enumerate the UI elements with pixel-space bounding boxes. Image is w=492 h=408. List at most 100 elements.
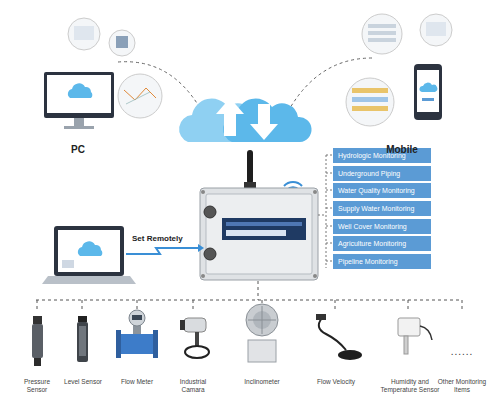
pc-monitor	[47, 75, 111, 113]
box-text: Well Cover Monitoring	[338, 223, 407, 230]
flow-velocity-sensor	[338, 350, 362, 360]
mobile-phone	[419, 83, 437, 92]
screenshot-bubble	[68, 18, 100, 50]
screenshot-bubble	[109, 30, 135, 56]
screenshot-bubble	[352, 88, 388, 93]
pressure-sensor	[32, 324, 43, 358]
cloud-icon	[223, 99, 311, 142]
monitoring-box: Well Cover Monitoring	[333, 219, 431, 234]
mobile-phone	[417, 70, 439, 112]
box-text: Pipeline Monitoring	[338, 258, 398, 265]
screenshot-bubble	[362, 14, 402, 54]
industrial-camera	[184, 318, 206, 332]
rtu-device	[222, 218, 306, 240]
rtu-device	[226, 222, 302, 226]
device-label: Mobile	[372, 144, 432, 155]
mobile-phone	[422, 98, 434, 101]
ellipsis-mark: ......	[442, 346, 482, 357]
rtu-device	[201, 274, 205, 278]
industrial-camera	[180, 318, 209, 358]
monitoring-box: Water Quality Monitoring	[333, 183, 431, 198]
industrial-camera	[180, 320, 185, 330]
remote-link-arrow	[126, 244, 204, 254]
pc-monitor	[74, 118, 84, 126]
sensor-caption: Inclinometer	[237, 378, 287, 386]
flow-meter	[116, 330, 121, 358]
screenshot-bubble	[352, 106, 388, 111]
list-bracket	[318, 155, 333, 268]
list-bracket	[318, 215, 326, 216]
box-text: Water Quality Monitoring	[338, 187, 415, 194]
inclinometer	[248, 340, 276, 362]
sensor-caption: Other Monitoring Items	[435, 378, 489, 393]
sensor-bus	[258, 281, 259, 300]
pc-monitor	[44, 72, 114, 118]
sensor-caption: Pressure Sensor	[14, 378, 60, 393]
laptop	[62, 260, 74, 268]
screenshot-bubble	[116, 36, 128, 48]
rtu-device	[313, 274, 317, 278]
flow-meter	[119, 334, 155, 354]
screenshot-bubble	[352, 97, 388, 102]
monitoring-box: Agriculture Monitoring	[333, 236, 431, 251]
laptop	[42, 226, 136, 284]
monitoring-box: Underground Piping	[333, 166, 431, 181]
pressure-sensor	[32, 316, 43, 366]
flow-meter	[129, 310, 145, 326]
screenshot-bubble	[426, 22, 446, 36]
sensor-caption: Level Sensor	[63, 378, 103, 386]
cloud-icon	[179, 98, 311, 142]
humidity-temperature-sensor	[404, 336, 408, 354]
pressure-sensor	[33, 316, 42, 324]
humidity-temperature-sensor	[398, 318, 420, 336]
rtu-device	[201, 190, 205, 194]
device-label: PC	[58, 144, 98, 155]
screenshot-bubble	[346, 14, 452, 126]
monitoring-box: Pipeline Monitoring	[333, 254, 431, 269]
level-sensor	[77, 322, 88, 362]
monitoring-box: Supply Water Monitoring	[333, 201, 431, 216]
box-text: Supply Water Monitoring	[338, 205, 414, 212]
rtu-device	[204, 248, 216, 260]
screenshot-bubble	[368, 38, 396, 42]
laptop	[54, 226, 124, 276]
wifi-symbol	[284, 182, 302, 186]
antenna	[244, 150, 256, 190]
level-sensor	[79, 326, 86, 356]
laptop	[78, 241, 102, 256]
sensor-bus	[36, 281, 462, 312]
screenshot-bubble	[126, 92, 150, 104]
flow-velocity-sensor	[319, 318, 346, 350]
flow-velocity-sensor	[316, 314, 362, 360]
sensor-caption: Flow Meter	[114, 378, 160, 386]
mobile-phone	[414, 64, 442, 120]
laptop	[58, 230, 120, 272]
box-text: Underground Piping	[338, 170, 400, 177]
screenshot-bubble	[346, 78, 394, 126]
laptop	[42, 276, 136, 284]
cloud-icon	[250, 104, 278, 140]
screenshot-bubble	[74, 26, 94, 40]
box-text: Agriculture Monitoring	[338, 240, 406, 247]
screenshot-bubble	[368, 31, 396, 35]
inclinometer	[248, 306, 276, 334]
flow-meter	[153, 330, 158, 358]
pc-monitor	[44, 72, 114, 129]
sensor-bus	[36, 300, 462, 301]
sensor-caption: Flow Velocity	[311, 378, 361, 386]
sensor-caption: Industrial Camara	[168, 378, 218, 393]
rtu-device	[204, 206, 216, 218]
rtu-device	[313, 190, 317, 194]
sensor-caption: Humidity and Temperature Sensor	[379, 378, 441, 393]
pressure-sensor	[34, 358, 41, 366]
screenshot-bubble	[368, 24, 396, 28]
remote-link-arrow	[126, 248, 198, 254]
flow-velocity-sensor	[316, 314, 326, 320]
mobile-phone	[414, 64, 442, 120]
inclinometer	[246, 304, 278, 336]
list-bracket	[326, 155, 333, 261]
level-sensor	[77, 316, 88, 362]
rtu-device	[200, 188, 318, 280]
screenshot-bubble	[118, 74, 162, 118]
